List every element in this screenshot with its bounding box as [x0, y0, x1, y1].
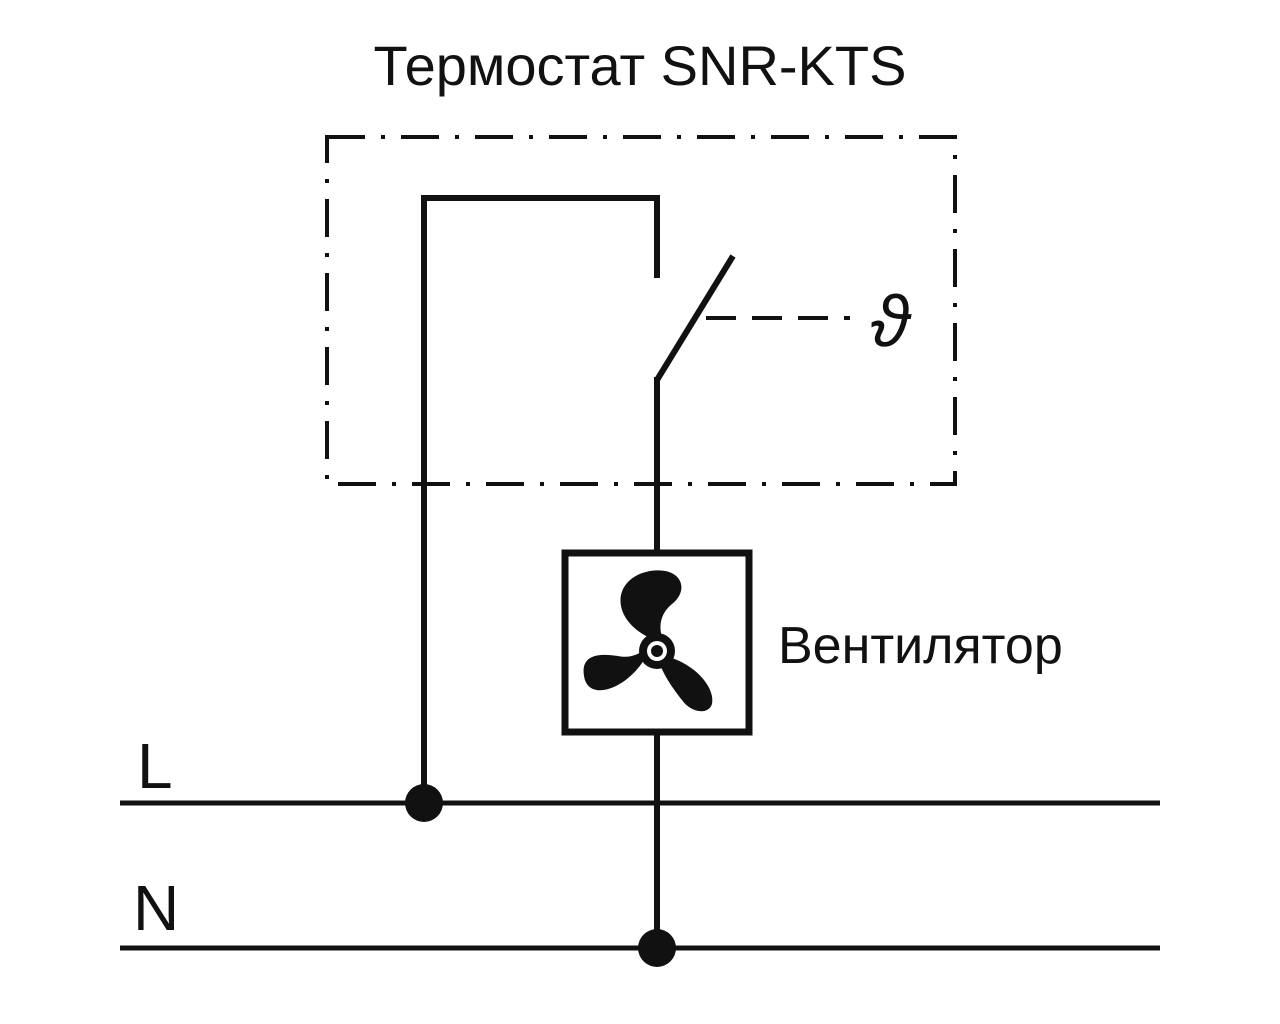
supply-wire [421, 195, 660, 803]
temperature-sensor-symbol: ϑ [870, 282, 912, 362]
fan-label: Вентилятор [778, 617, 1063, 675]
neutral-label: N [133, 872, 179, 944]
diagram-title: Термостат SNR-KTS [374, 34, 907, 97]
thermostat-enclosure [325, 135, 957, 486]
phase-label: L [137, 730, 173, 802]
switch-blade [654, 254, 736, 382]
neutral-junction [638, 929, 676, 967]
phase-junction [405, 784, 443, 822]
fan-icon [583, 570, 713, 712]
fan [561, 549, 753, 736]
